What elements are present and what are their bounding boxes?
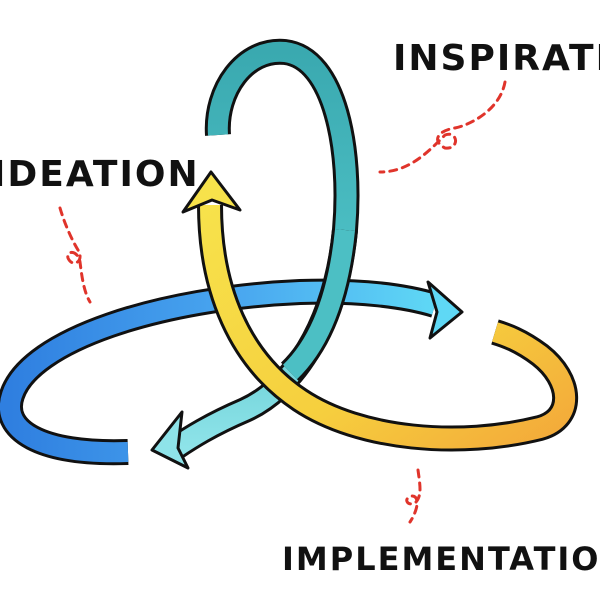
implementation-label: IMPLEMENTATION	[282, 540, 600, 578]
teal-overlap	[280, 228, 358, 382]
inspiration-connector	[378, 80, 507, 174]
blue-arrowhead	[426, 280, 464, 340]
yellow-ribbon	[181, 170, 579, 452]
yellow-arrowhead	[181, 170, 242, 214]
teal-arrowhead	[150, 410, 190, 470]
ideation-label: IDEATION	[0, 154, 200, 195]
blue-ribbon	[0, 278, 464, 466]
teal-ribbon	[150, 38, 360, 470]
inspiration-label: INSPIRATION	[393, 38, 600, 79]
ideation-connector	[58, 206, 92, 304]
implementation-connector	[405, 468, 422, 524]
